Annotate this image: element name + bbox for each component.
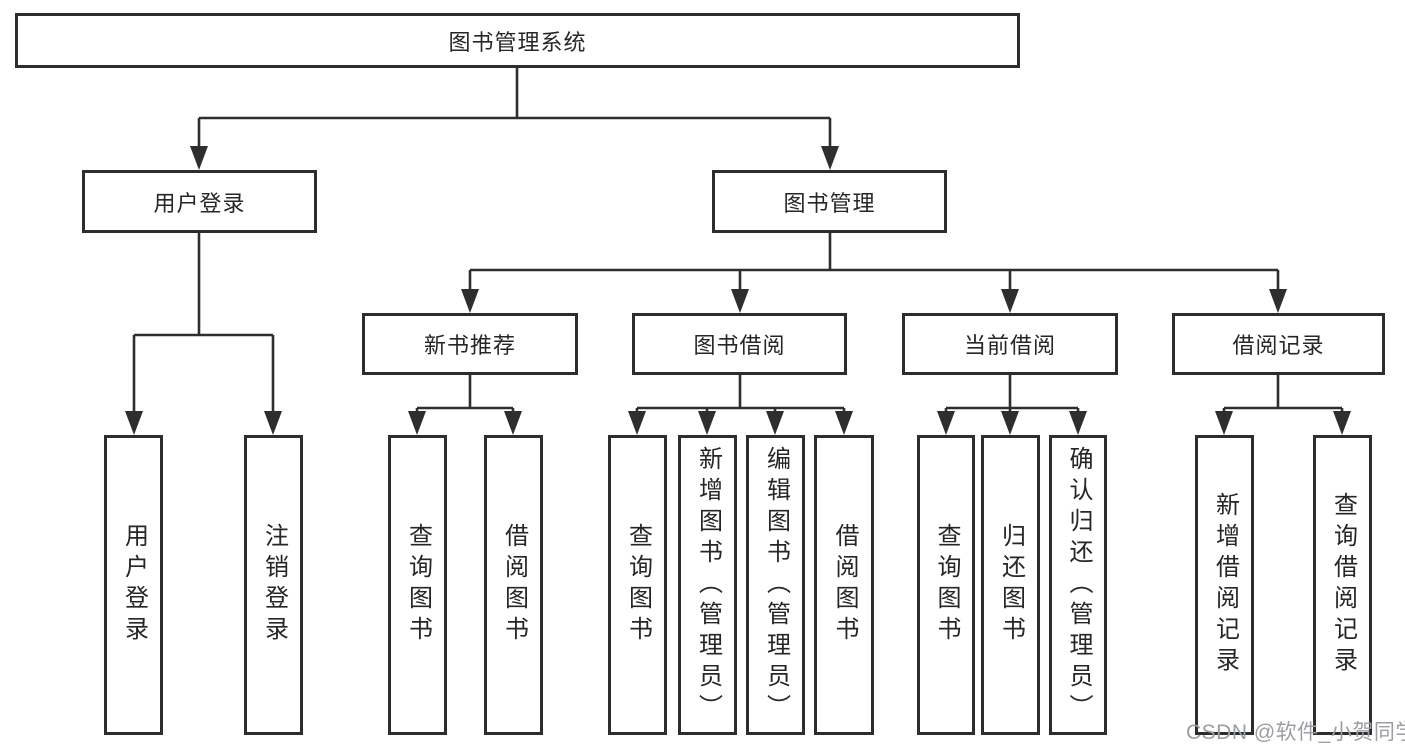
leaf-logout: 注销登录 [244,435,303,735]
node-current-borrowing: 当前借阅 [902,313,1118,375]
leaf-borrow-books-recommend: 借阅图书 [484,435,543,735]
leaf-user-login: 用户登录 [104,435,163,735]
leaf-add-borrow-record: 新增借阅记录 [1195,435,1254,735]
leaf-edit-book-admin: 编辑图书（管理员） [746,435,805,735]
leaf-add-book-admin: 新增图书（管理员） [678,435,737,735]
node-new-book-recommendation: 新书推荐 [362,313,578,375]
node-borrowing-records: 借阅记录 [1172,313,1385,375]
leaf-query-books-borrow: 查询图书 [608,435,667,735]
csdn-watermark: CSDN @软件_小贺同学 [1186,721,1405,744]
leaf-confirm-return-admin: 确认归还（管理员） [1049,435,1107,735]
node-book-management: 图书管理 [712,170,947,233]
leaf-borrow-books: 借阅图书 [814,435,874,735]
leaf-query-books-recommend: 查询图书 [388,435,447,735]
node-book-borrowing: 图书借阅 [632,313,847,375]
node-user-login: 用户登录 [82,170,317,233]
leaf-query-borrow-record: 查询借阅记录 [1313,435,1372,735]
node-library-management-system: 图书管理系统 [15,13,1020,68]
leaf-query-books-current: 查询图书 [917,435,975,735]
leaf-return-books: 归还图书 [981,435,1040,735]
